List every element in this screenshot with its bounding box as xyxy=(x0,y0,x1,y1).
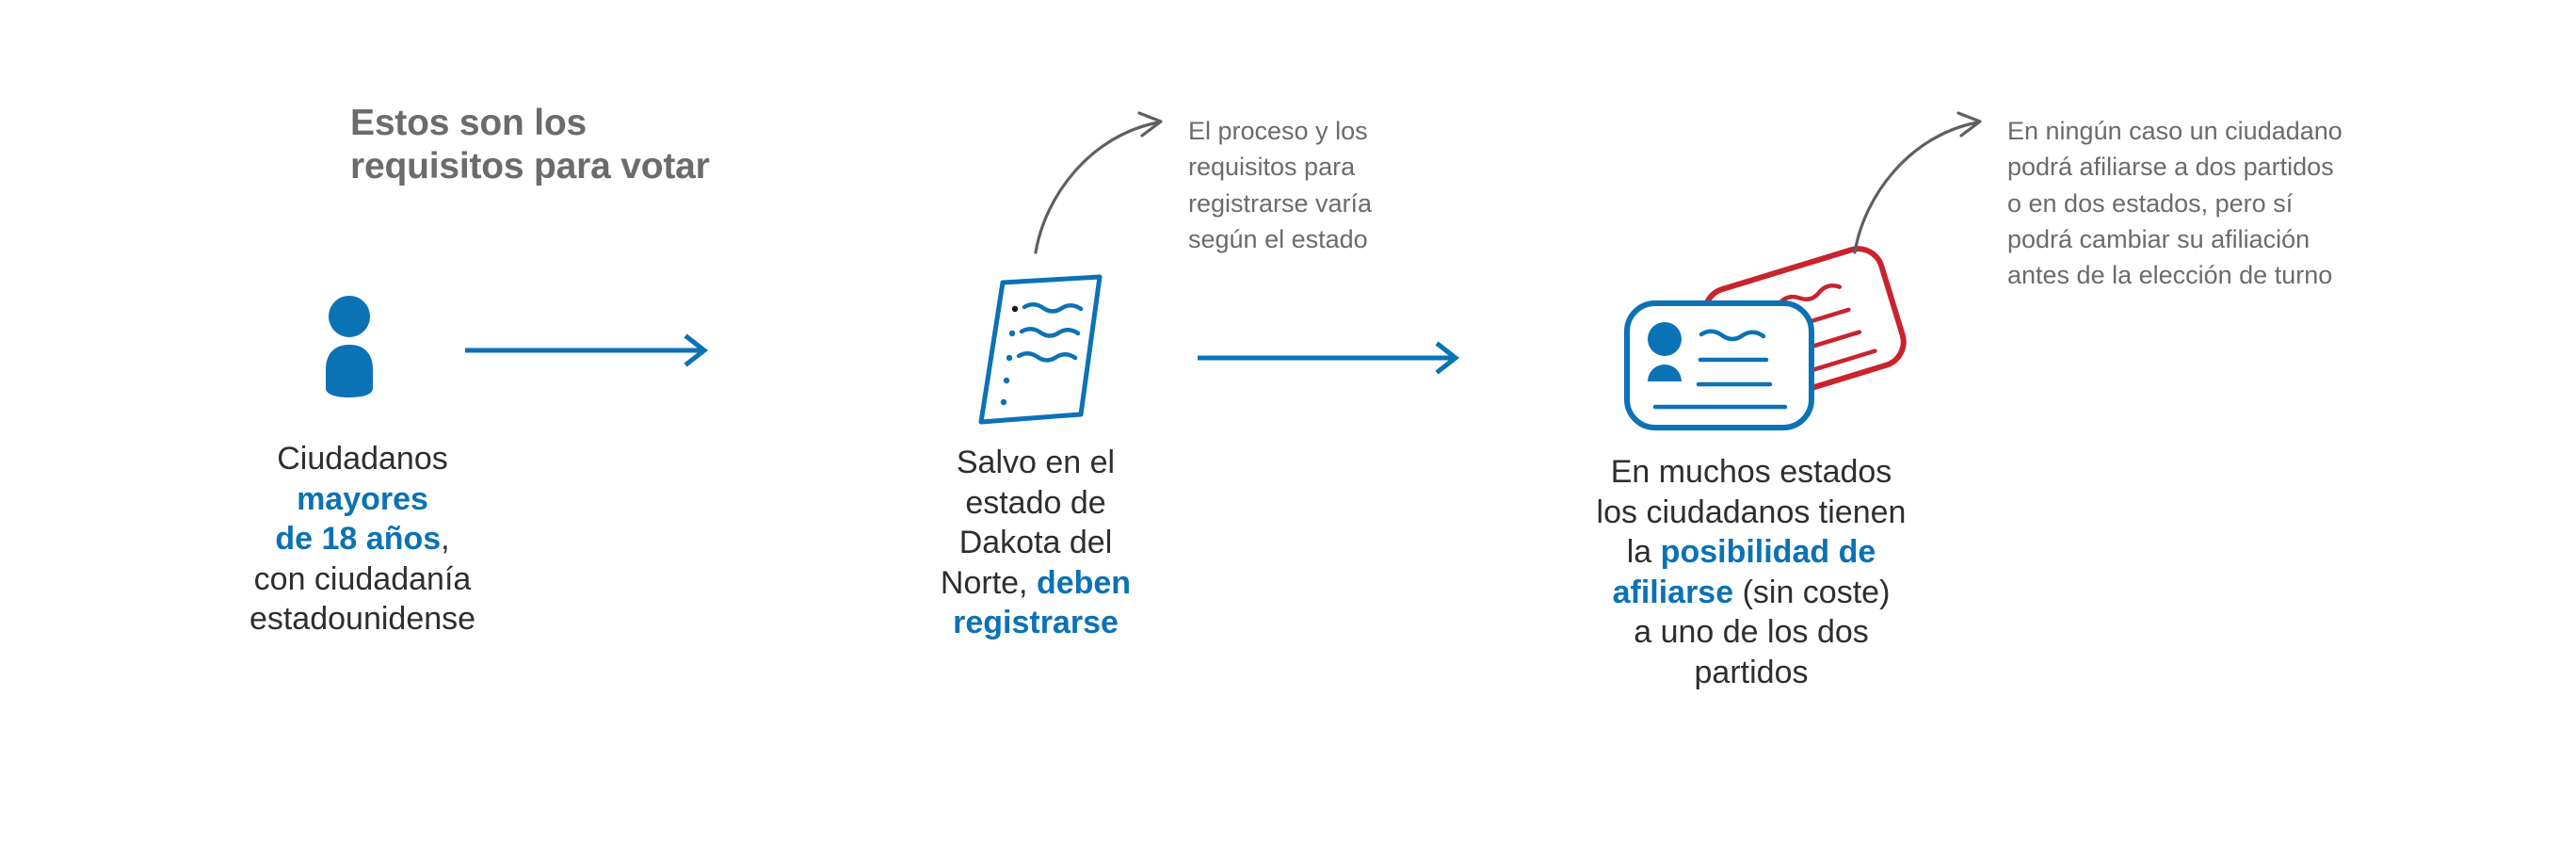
callout-curved-arrow-1 xyxy=(1017,105,1186,261)
callout-text-registration: El proceso y los requisitos para registr… xyxy=(1188,117,1373,253)
document-icon xyxy=(960,271,1120,436)
person-icon xyxy=(311,288,414,415)
callout-text-affiliation: En ningún caso un ciudadano podrá afilia… xyxy=(2007,117,2343,290)
id-cards-icon xyxy=(1610,235,1921,466)
caption-plain: Ciudadanos xyxy=(277,441,448,477)
connector-arrow-1 xyxy=(463,332,717,374)
callout-curved-arrow-2 xyxy=(1836,105,2005,261)
page-title: Estos son los requisitos para votar xyxy=(350,103,710,187)
connector-arrow-2 xyxy=(1196,339,1469,381)
